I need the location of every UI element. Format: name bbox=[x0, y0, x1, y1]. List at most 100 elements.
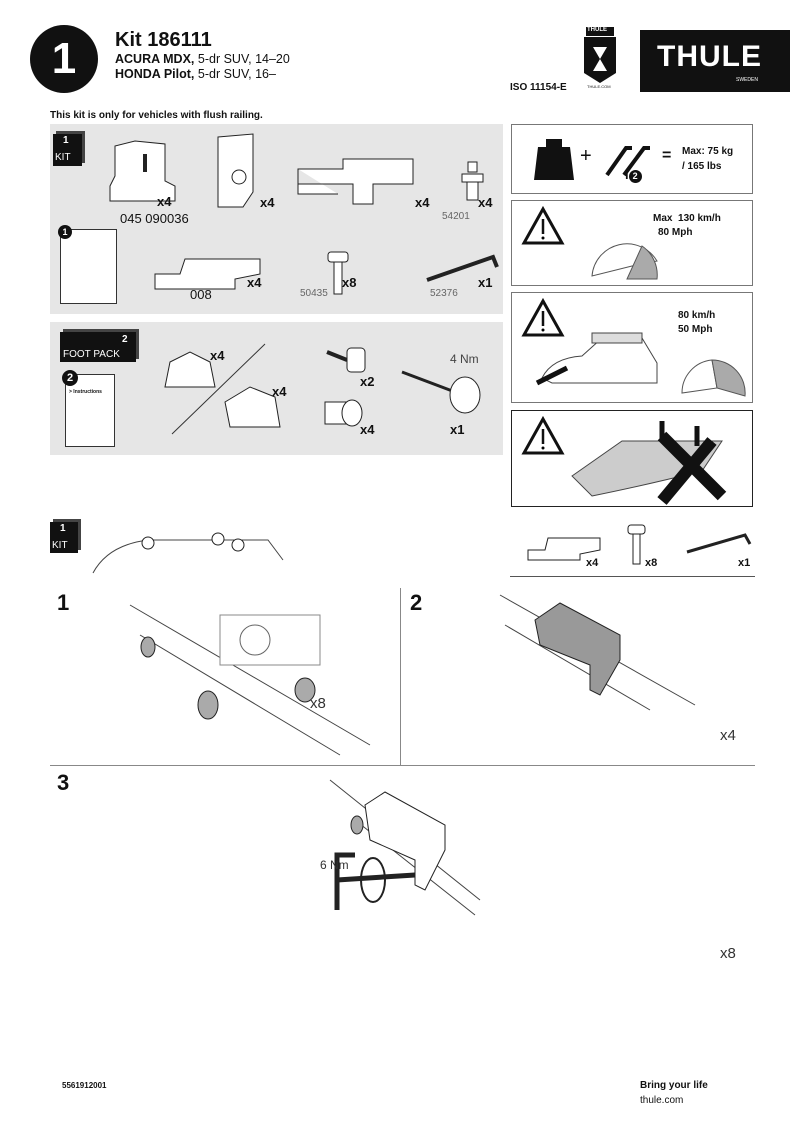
vehicle-details: 5-dr SUV, 16– bbox=[194, 67, 276, 81]
step-1-illustration bbox=[129, 604, 371, 756]
step-qty: x8 bbox=[720, 945, 736, 962]
foot-pack-badge-label: FOOT PACK bbox=[63, 349, 120, 360]
hex-key-icon bbox=[686, 533, 752, 554]
car-load-icon bbox=[535, 332, 658, 386]
flush-railing-notice: This kit is only for vehicles with flush… bbox=[50, 110, 263, 121]
logo-sub: SWEDEN bbox=[736, 77, 758, 83]
step-number: 3 bbox=[57, 770, 70, 795]
equals-sign: = bbox=[662, 147, 672, 164]
roof-cross-icon bbox=[571, 421, 727, 505]
step-qty: x8 bbox=[310, 695, 326, 712]
kit-badge: 1 KIT bbox=[53, 134, 82, 166]
kit-row-badge: 1 KIT bbox=[50, 522, 78, 553]
divider-line bbox=[171, 343, 266, 435]
kit-row-qty: x1 bbox=[738, 557, 751, 569]
step-qty: x4 bbox=[720, 727, 736, 744]
part-qty: x8 bbox=[342, 275, 357, 290]
guarantee-badge: THULE THULE.COM bbox=[584, 27, 616, 89]
load-speed-warning-box: 80 km/h 50 Mph bbox=[511, 292, 753, 403]
bolt-icon bbox=[627, 524, 646, 565]
foot-pack-badge: 2 FOOT PACK bbox=[60, 332, 136, 362]
guarantee-shield-icon bbox=[584, 27, 616, 83]
speedometer-icon bbox=[681, 359, 746, 397]
logo-text: THULE bbox=[657, 40, 762, 73]
step-2-illustration bbox=[499, 594, 696, 711]
part-qty: x4 bbox=[415, 195, 430, 210]
kit-row-qty: x8 bbox=[645, 557, 658, 569]
torque-tool-icon bbox=[401, 370, 481, 414]
lock-cylinder-icon bbox=[324, 399, 363, 427]
plus-sign: + bbox=[580, 145, 592, 167]
warning-icon bbox=[521, 205, 565, 245]
part-qty: x1 bbox=[450, 422, 465, 437]
part-qty: x1 bbox=[478, 275, 493, 290]
key-icon bbox=[326, 347, 366, 373]
step-3-illustration bbox=[329, 779, 481, 916]
kit-badge-num: 1 bbox=[60, 523, 66, 534]
bolt-icon bbox=[327, 251, 349, 295]
kit-panel: 1 KIT x4 045 090036 x4 x4 x4 54201 1 x4 … bbox=[50, 124, 503, 314]
nut-icon bbox=[461, 161, 484, 201]
part-qty: x4 bbox=[360, 422, 375, 437]
badge-sub: THULE.COM bbox=[587, 84, 611, 89]
slogan: Bring your life bbox=[640, 1080, 708, 1091]
kit-row-qty: x4 bbox=[586, 557, 599, 569]
pad-icon bbox=[217, 133, 254, 208]
part-qty: x4 bbox=[260, 195, 275, 210]
torque-label: 4 Nm bbox=[450, 352, 479, 366]
vehicle-details: 5-dr SUV, 14–20 bbox=[194, 52, 290, 66]
load-speed-kmh: 80 km/h bbox=[678, 310, 716, 321]
manual-text: > Instructions bbox=[69, 389, 102, 395]
part-code: 045 090036 bbox=[120, 211, 189, 226]
part-qty: x4 bbox=[157, 194, 172, 209]
roof-bars-icon bbox=[605, 146, 650, 177]
kit-badge-num: 1 bbox=[63, 135, 69, 146]
part-code: 50435 bbox=[300, 288, 328, 299]
iso-label: ISO 11154-E bbox=[510, 82, 567, 93]
part-qty: x4 bbox=[210, 348, 225, 363]
step-circle: 1 bbox=[30, 25, 98, 93]
manual-num: 1 bbox=[58, 225, 72, 239]
part-qty: x4 bbox=[272, 384, 287, 399]
foot-pack-badge-num: 2 bbox=[122, 334, 128, 345]
torque-label: 6 Nm bbox=[320, 858, 349, 872]
warning-icon bbox=[521, 297, 565, 337]
car-roof-overview-icon bbox=[92, 532, 284, 574]
step-divider-vertical bbox=[400, 588, 401, 765]
kit-badge-label: KIT bbox=[52, 540, 68, 551]
kit-manual: 1 bbox=[58, 225, 117, 304]
manual-num: 2 bbox=[62, 370, 78, 386]
badge-text: THULE bbox=[587, 27, 607, 33]
document-number: 5561912001 bbox=[62, 1081, 107, 1090]
speed-warning-box: Max 130 km/h 80 Mph bbox=[511, 200, 753, 286]
divider bbox=[510, 576, 755, 577]
step-number: 2 bbox=[410, 590, 423, 615]
bracket-008-icon bbox=[154, 258, 261, 290]
bracket-008-icon bbox=[527, 537, 601, 561]
adapter-icon bbox=[297, 158, 414, 205]
thule-logo: THULE SWEDEN bbox=[640, 30, 790, 92]
foot-pack-panel: 2 FOOT PACK 2 > Instructions x4 x4 x2 x4… bbox=[50, 322, 503, 455]
vehicle-make: ACURA MDX, bbox=[115, 52, 195, 66]
website-link[interactable]: thule.com bbox=[640, 1095, 684, 1106]
vehicle-make: HONDA Pilot, bbox=[115, 67, 195, 81]
no-lifting-warning-box bbox=[511, 410, 753, 507]
foot-alt-icon bbox=[224, 386, 281, 428]
step-number: 1 bbox=[57, 590, 70, 615]
load-speed-mph: 50 Mph bbox=[678, 324, 713, 335]
kit-title: Kit 186111 bbox=[115, 29, 212, 51]
max-load-lbs: / 165 lbs bbox=[682, 161, 722, 172]
part-code: 008 bbox=[190, 287, 212, 302]
max-load: Max: 75 kg bbox=[682, 146, 734, 157]
hex-key-icon bbox=[426, 254, 499, 282]
weight-icon bbox=[534, 139, 574, 180]
max-speed-mph: 80 Mph bbox=[658, 227, 693, 238]
foot-pack-manual: 2 > Instructions bbox=[62, 370, 115, 447]
part-qty: x4 bbox=[478, 195, 493, 210]
part-code: 52376 bbox=[430, 288, 458, 299]
max-speed-kmh: Max 130 km/h bbox=[653, 213, 721, 224]
warning-icon bbox=[521, 415, 565, 455]
vehicle-2: HONDA Pilot, 5-dr SUV, 16– bbox=[115, 67, 276, 82]
step-divider-horizontal bbox=[50, 765, 755, 766]
